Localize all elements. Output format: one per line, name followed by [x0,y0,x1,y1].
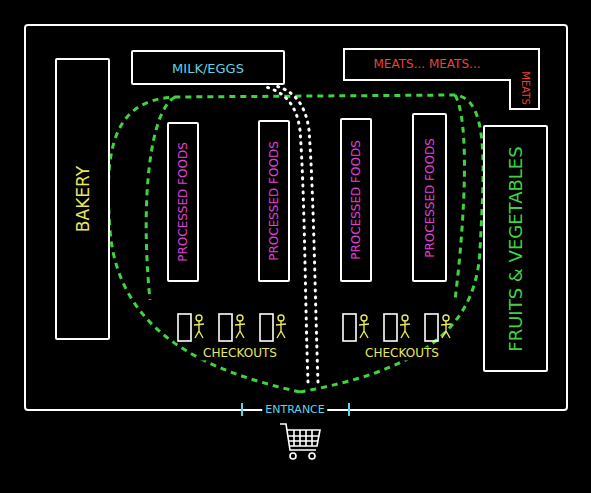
section-label: PROCESSED FOODS [177,142,189,262]
checkout-stand [219,314,232,341]
section-label: MEATS [520,71,530,104]
cashier-figure [441,315,451,338]
section-label: BAKERY [74,166,91,232]
entrance-tick [241,403,243,416]
section-label: PROCESSED FOODS [350,140,362,260]
meat-section: MEATS... MEATS... MEATS [343,48,540,110]
checkout-label: CHECKOUTS [200,347,280,360]
cashier-figure [194,315,204,338]
aisle-box: PROCESSED FOODS [167,122,199,282]
checkout-stand [343,314,356,341]
entrance-label: ENTRANCE [262,404,327,416]
checkout-stand [178,314,191,341]
checkout-stand [425,314,438,341]
cashier-figure [276,315,286,338]
checkout-stand [384,314,397,341]
cart-icon [280,424,320,459]
section-label: MILK/EGGS [172,61,244,74]
checkout-label: CHECKOUTS [362,347,442,360]
entrance-tick [348,403,350,416]
bakery-section: BAKERY [55,58,110,340]
section-label: PROCESSED FOODS [424,138,436,258]
cashier-figure [400,315,410,338]
aisle-box: PROCESSED FOODS [340,118,372,282]
section-label: FRUITS & VEGETABLES [507,146,525,351]
store-wall [25,25,567,410]
aisle-box: PROCESSED FOODS [258,120,290,282]
section-label: PROCESSED FOODS [268,141,280,261]
checkout-stand [260,314,273,341]
cashier-figure [359,315,369,338]
aisle-box: PROCESSED FOODS [412,113,447,282]
dairy-section: MILK/EGGS [131,50,285,85]
produce-section: FRUITS & VEGETABLES [483,125,548,372]
shopping-path [108,95,483,392]
cashier-figure [235,315,245,338]
section-label: MEATS... MEATS... [373,58,480,70]
checkout-group [178,314,451,341]
